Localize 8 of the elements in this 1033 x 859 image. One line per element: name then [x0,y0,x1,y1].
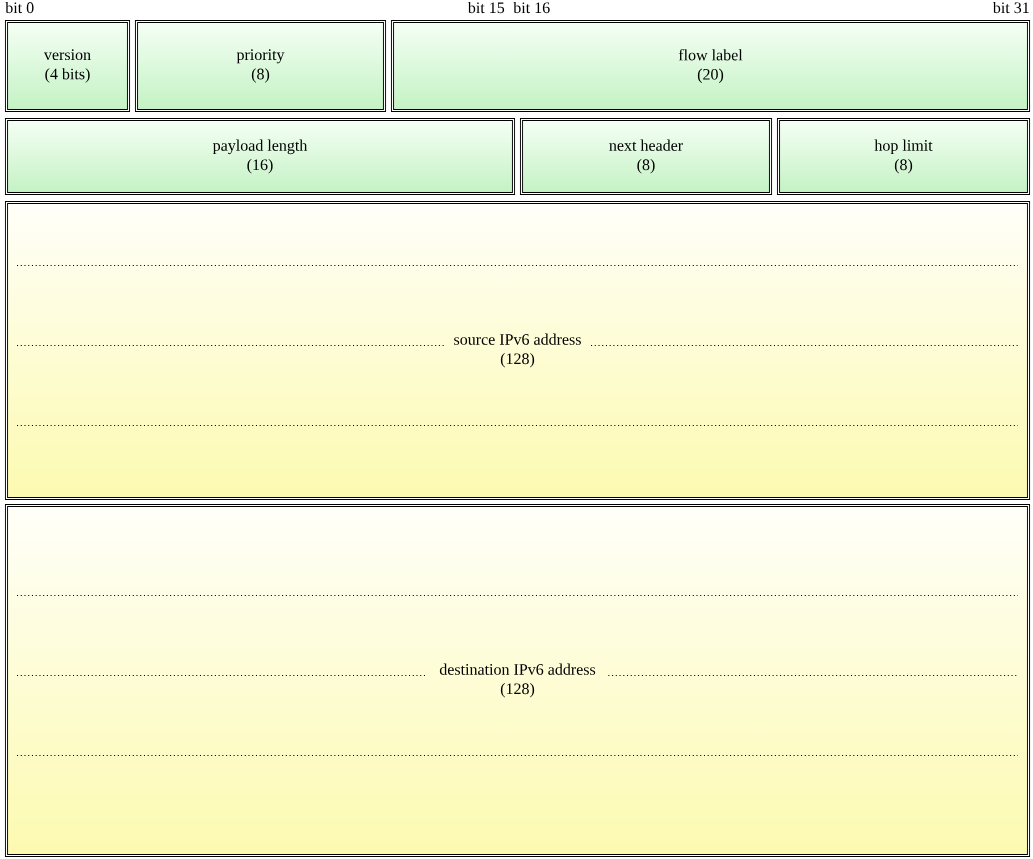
field-box: source IPv6 address (128) [4,200,1031,501]
field-box: flow label (20) [390,19,1031,113]
field-box: version (4 bits) [4,19,131,113]
field-box: destination IPv6 address (128) [4,503,1031,858]
field-box: next header (8) [519,117,773,196]
field-box: hop limit (8) [776,117,1031,196]
field-box: priority (8) [134,19,387,113]
field-box: payload length (16) [4,117,516,196]
